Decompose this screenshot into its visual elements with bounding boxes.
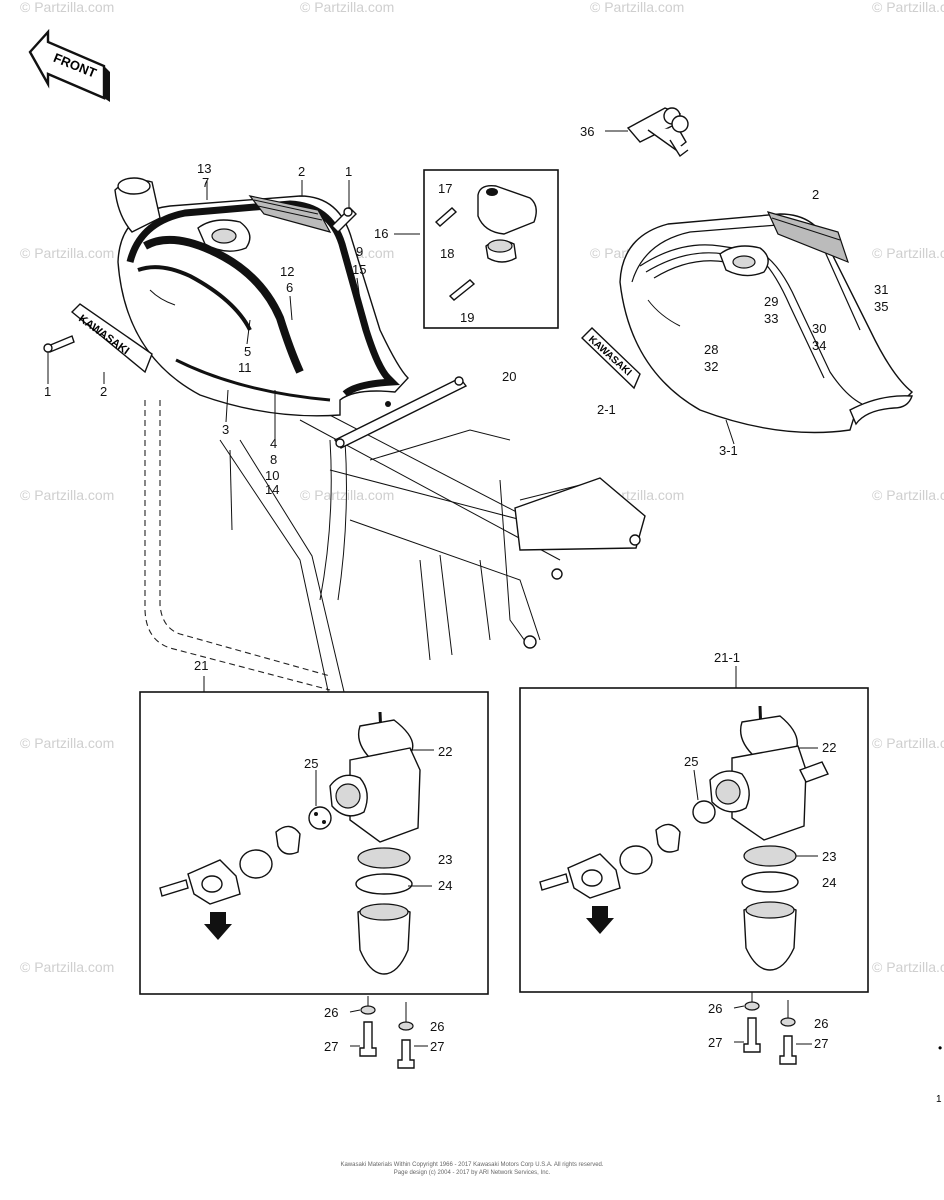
callout: 7: [202, 175, 209, 190]
watermark: © Partzilla.com: [872, 735, 944, 751]
watermark: © Partzilla.com: [872, 0, 944, 15]
callout: 12: [280, 264, 294, 279]
callout: 16: [374, 226, 388, 241]
watermark: © Partzilla.com: [872, 245, 944, 261]
callout: 25: [684, 754, 698, 769]
callout: 21: [194, 658, 208, 673]
watermark: © Partzilla.com: [20, 245, 114, 261]
frame-outline: [144, 400, 646, 701]
bracket-20: [333, 376, 468, 449]
footer-line: Kawasaki Materials Within Copyright 1966…: [340, 1162, 603, 1168]
fuel-tank-right: [619, 213, 914, 434]
callout: 17: [438, 181, 452, 196]
callout: 19: [460, 310, 474, 325]
callout: 35: [874, 299, 888, 314]
callout: 34: [812, 338, 826, 353]
tank-badge-right: KAWASAKI: [581, 327, 641, 390]
callout-numbers: 13 7 2 1 9 15 12 6 5 11 1 2 3 4 8 10 14 …: [44, 124, 888, 1054]
callout: 4: [270, 436, 277, 451]
callout: 10: [265, 468, 279, 483]
callout: 21-1: [714, 650, 740, 665]
front-arrow: FRONT: [28, 28, 110, 102]
callout: 2: [100, 384, 107, 399]
callout: 24: [438, 878, 452, 893]
margin-mark: 1: [936, 1094, 942, 1105]
callout: 26: [324, 1005, 338, 1020]
watermark: © Partzilla.com: [20, 0, 114, 15]
callout: 22: [822, 740, 836, 755]
callout: 1: [345, 164, 352, 179]
callout: 3: [222, 422, 229, 437]
callout: 14: [265, 482, 279, 497]
callout: 2: [298, 164, 305, 179]
callout: 24: [822, 875, 836, 890]
callout: 28: [704, 342, 718, 357]
callout: 30: [812, 321, 826, 336]
watermark: © Partzilla.com: [300, 487, 394, 503]
tank-decal-stripe-left: [248, 195, 332, 233]
watermark: © Partzilla.com: [20, 735, 114, 751]
ignition-keys: [626, 107, 689, 158]
callout: 3-1: [719, 443, 738, 458]
callout: 29: [764, 294, 778, 309]
footer-line: Page design (c) 2004 - 2017 by ARI Netwo…: [394, 1170, 551, 1176]
callout: 13: [197, 161, 211, 176]
callout: 20: [502, 369, 516, 384]
callout: 36: [580, 124, 594, 139]
callout: 6: [286, 280, 293, 295]
callout: 27: [814, 1036, 828, 1051]
callout: 26: [708, 1001, 722, 1016]
tank-decal-stripe-right: [766, 211, 849, 264]
watermark: © Partzilla.com: [872, 959, 944, 975]
callout: 11: [238, 360, 252, 375]
watermark: © Partzilla.com: [872, 487, 944, 503]
margin-mark: •: [938, 1041, 942, 1055]
callout: 9: [356, 244, 363, 259]
callout: 32: [704, 359, 718, 374]
callout: 23: [438, 852, 452, 867]
callout: 25: [304, 756, 318, 771]
watermark: © Partzilla.com: [20, 959, 114, 975]
callout: 5: [244, 344, 251, 359]
screw-1-upper: [331, 207, 357, 233]
callout: 8: [270, 452, 277, 467]
leader-lines: [47, 130, 818, 1047]
fuel-cock-assembly-21: [139, 691, 489, 995]
callout: 15: [352, 262, 366, 277]
callout: 2: [812, 187, 819, 202]
watermark: © Partzilla.com: [20, 487, 114, 503]
callout: 23: [822, 849, 836, 864]
fuel-cock-assembly-21-1: [519, 687, 869, 993]
callout: 27: [430, 1039, 444, 1054]
copyright-footer: Kawasaki Materials Within Copyright 1966…: [340, 1162, 603, 1176]
watermark: © Partzilla.com: [590, 0, 684, 15]
callout: 22: [438, 744, 452, 759]
callout: 31: [874, 282, 888, 297]
bolt-washer-set-right: [743, 992, 797, 1065]
callout: 18: [440, 246, 454, 261]
callout: 26: [814, 1016, 828, 1031]
watermark: © Partzilla.com: [300, 0, 394, 15]
callout: 1: [44, 384, 51, 399]
inset-box-cap-parts: [423, 169, 559, 329]
callout: 26: [430, 1019, 444, 1034]
screw-1-lower: [43, 335, 75, 353]
bolt-washer-set-left: [359, 996, 415, 1069]
fuel-tank-left: [114, 177, 409, 417]
kawasaki-badge-text: KAWASAKI: [586, 334, 634, 378]
callout: 2-1: [597, 402, 616, 417]
callout: 33: [764, 311, 778, 326]
callout: 27: [324, 1039, 338, 1054]
callout: 27: [708, 1035, 722, 1050]
